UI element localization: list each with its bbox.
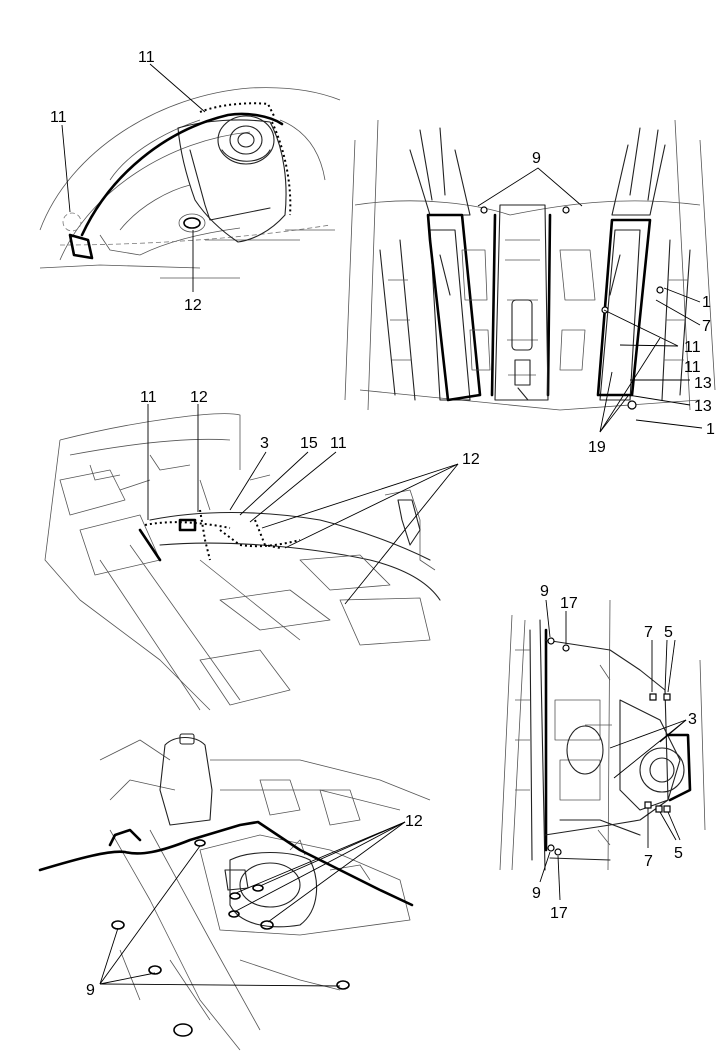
callout-3-cabin: 3 <box>260 435 269 452</box>
callout-12-cabin-right: 12 <box>462 451 480 468</box>
view-rear-underbody: 9 17 7 5 3 7 5 9 17 <box>499 583 706 922</box>
callout-5-rear-bottom: 5 <box>674 845 683 862</box>
callout-15-cabin: 15 <box>300 435 318 452</box>
view-cabin-floor: 11 12 3 15 11 12 <box>44 389 480 711</box>
callout-17-rear-bottom: 17 <box>550 905 568 922</box>
callout-7-rear-bottom: 7 <box>644 853 653 870</box>
callout-11-arch-left: 11 <box>50 109 67 126</box>
callout-7-floor: 7 <box>702 318 711 335</box>
callout-13-floor-upper: 13 <box>694 375 712 392</box>
callout-19-floor: 19 <box>588 439 606 456</box>
callout-12-cabin-left: 12 <box>190 389 208 406</box>
view-spare-wheel-well: 12 9 <box>38 733 431 1051</box>
callout-5-rear-top: 5 <box>664 624 673 641</box>
callout-1-floor-upper: 1 <box>702 294 711 311</box>
callout-11-arch-top: 11 <box>138 49 155 66</box>
callout-7-rear-top: 7 <box>644 624 653 641</box>
callout-12-arch-drain: 12 <box>184 297 202 314</box>
callout-11-floor-upper: 11 <box>684 339 701 356</box>
callout-13-floor-lower: 13 <box>694 398 712 415</box>
callout-17-rear-top: 17 <box>560 595 578 612</box>
callout-11-cabin-left: 11 <box>140 389 157 406</box>
callout-11-floor-lower: 11 <box>684 359 701 376</box>
view-rear-floor-underside: 9 1 7 11 11 13 13 1 19 <box>344 119 716 456</box>
callout-11-cabin-right: 11 <box>330 435 347 452</box>
callout-9-rear-top: 9 <box>540 583 549 600</box>
callout-3-rear: 3 <box>688 711 697 728</box>
callout-12-wheel-well: 12 <box>405 813 423 830</box>
callout-9-rear-bottom: 9 <box>532 885 541 902</box>
view-wheel-arch: 11 11 12 <box>39 49 341 314</box>
callout-1-floor-lower: 1 <box>706 421 715 438</box>
callout-9-floor: 9 <box>532 150 541 167</box>
callout-9-wheel-well: 9 <box>86 982 95 999</box>
